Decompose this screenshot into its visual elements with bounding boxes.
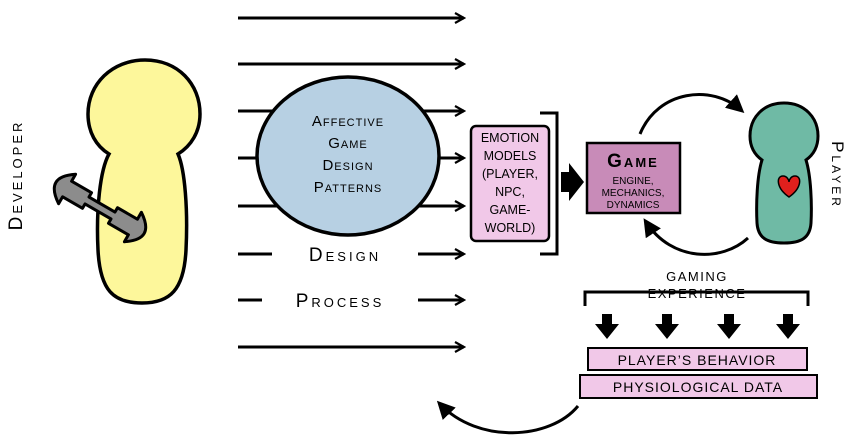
emotion-line-2: MODELS [484,149,537,163]
experience-down-arrows [595,314,800,339]
game-node: Game ENGINE, MECHANICS, DYNAMICS [585,141,682,215]
experience-bracket [583,290,810,306]
emotion-line-1: EMOTION [481,131,539,145]
down-arrow-4 [776,314,800,339]
patterns-line-1: Affective [312,113,384,130]
physiological-data-box: PHYSIOLOGICAL DATA [579,374,818,399]
process-label: Process [296,291,385,312]
heart-icon [777,175,801,198]
wrench-icon [52,172,148,244]
emotion-line-6: WORLD) [485,221,536,235]
developer-label: Developer [6,120,27,231]
patterns-line-3: Design [322,157,373,174]
developer-figure [52,58,202,305]
developer-body [86,58,202,305]
patterns-line-2: Game [328,135,368,152]
emotion-line-3: (PLAYER, [482,167,538,181]
game-line-2: MECHANICS, [602,188,665,199]
player-body [748,101,820,245]
player-behavior-label: PLAYER’S BEHAVIOR [618,352,777,368]
down-arrow-2 [655,314,679,339]
player-behavior-box: PLAYER’S BEHAVIOR [587,347,808,371]
game-line-3: DYNAMICS [607,200,660,211]
down-arrow-3 [717,314,741,339]
emotion-models-node: EMOTION MODELS (PLAYER, NPC, GAME- WORLD… [469,124,551,243]
models-to-game-arrow [561,163,584,201]
models-bracket [540,111,559,256]
physiological-data-label: PHYSIOLOGICAL DATA [613,379,783,395]
player-label: Player [828,141,846,209]
patterns-line-4: Patterns [314,179,383,196]
game-title: Game [607,151,659,172]
design-label: Design [309,245,381,266]
down-arrow-1 [595,314,619,339]
player-figure [748,101,820,245]
affective-patterns-node: Affective Game Design Patterns [255,75,441,237]
emotion-line-4: NPC, [495,185,525,199]
game-to-player-arrow [638,93,745,135]
experience-line-1: GAMING [666,269,728,284]
game-line-1: ENGINE, [612,176,653,187]
feedback-arrow [436,400,580,435]
player-to-game-arrow [643,218,750,256]
emotion-line-5: GAME- [490,203,531,217]
